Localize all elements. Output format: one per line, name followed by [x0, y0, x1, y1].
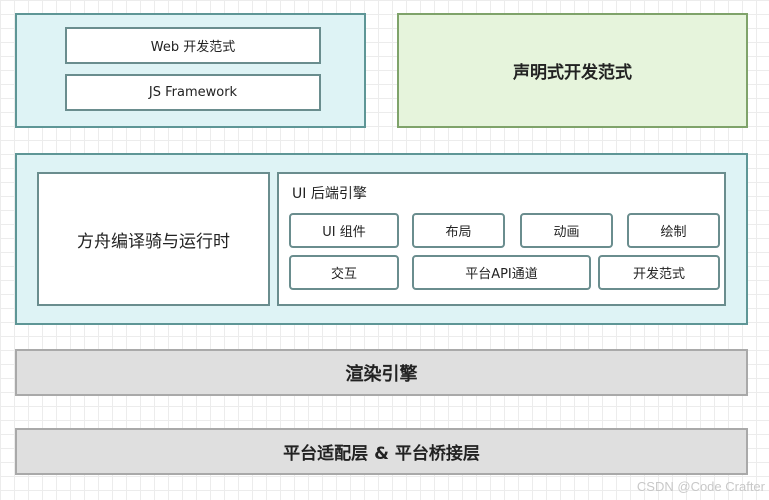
drawing-box: 绘制 [627, 213, 720, 248]
js-framework-box: JS Framework [65, 74, 321, 111]
ark-compiler-runtime-box: 方舟编译骑与运行时 [37, 172, 270, 306]
render-engine-box: 渲染引擎 [15, 349, 748, 396]
declarative-paradigm-box: 声明式开发范式 [397, 13, 748, 128]
watermark: CSDN @Code Crafter [636, 479, 765, 494]
layout-box: 布局 [412, 213, 505, 248]
dev-paradigm-box: 开发范式 [598, 255, 720, 290]
web-paradigm-box: Web 开发范式 [65, 27, 321, 64]
platform-adapter-bridge-box: 平台适配层 & 平台桥接层 [15, 428, 748, 475]
interaction-box: 交互 [289, 255, 399, 290]
platform-api-channel-box: 平台API通道 [412, 255, 591, 290]
ui-component-box: UI 组件 [289, 213, 399, 248]
ui-backend-engine-title: UI 后端引擎 [292, 186, 367, 202]
animation-box: 动画 [520, 213, 613, 248]
